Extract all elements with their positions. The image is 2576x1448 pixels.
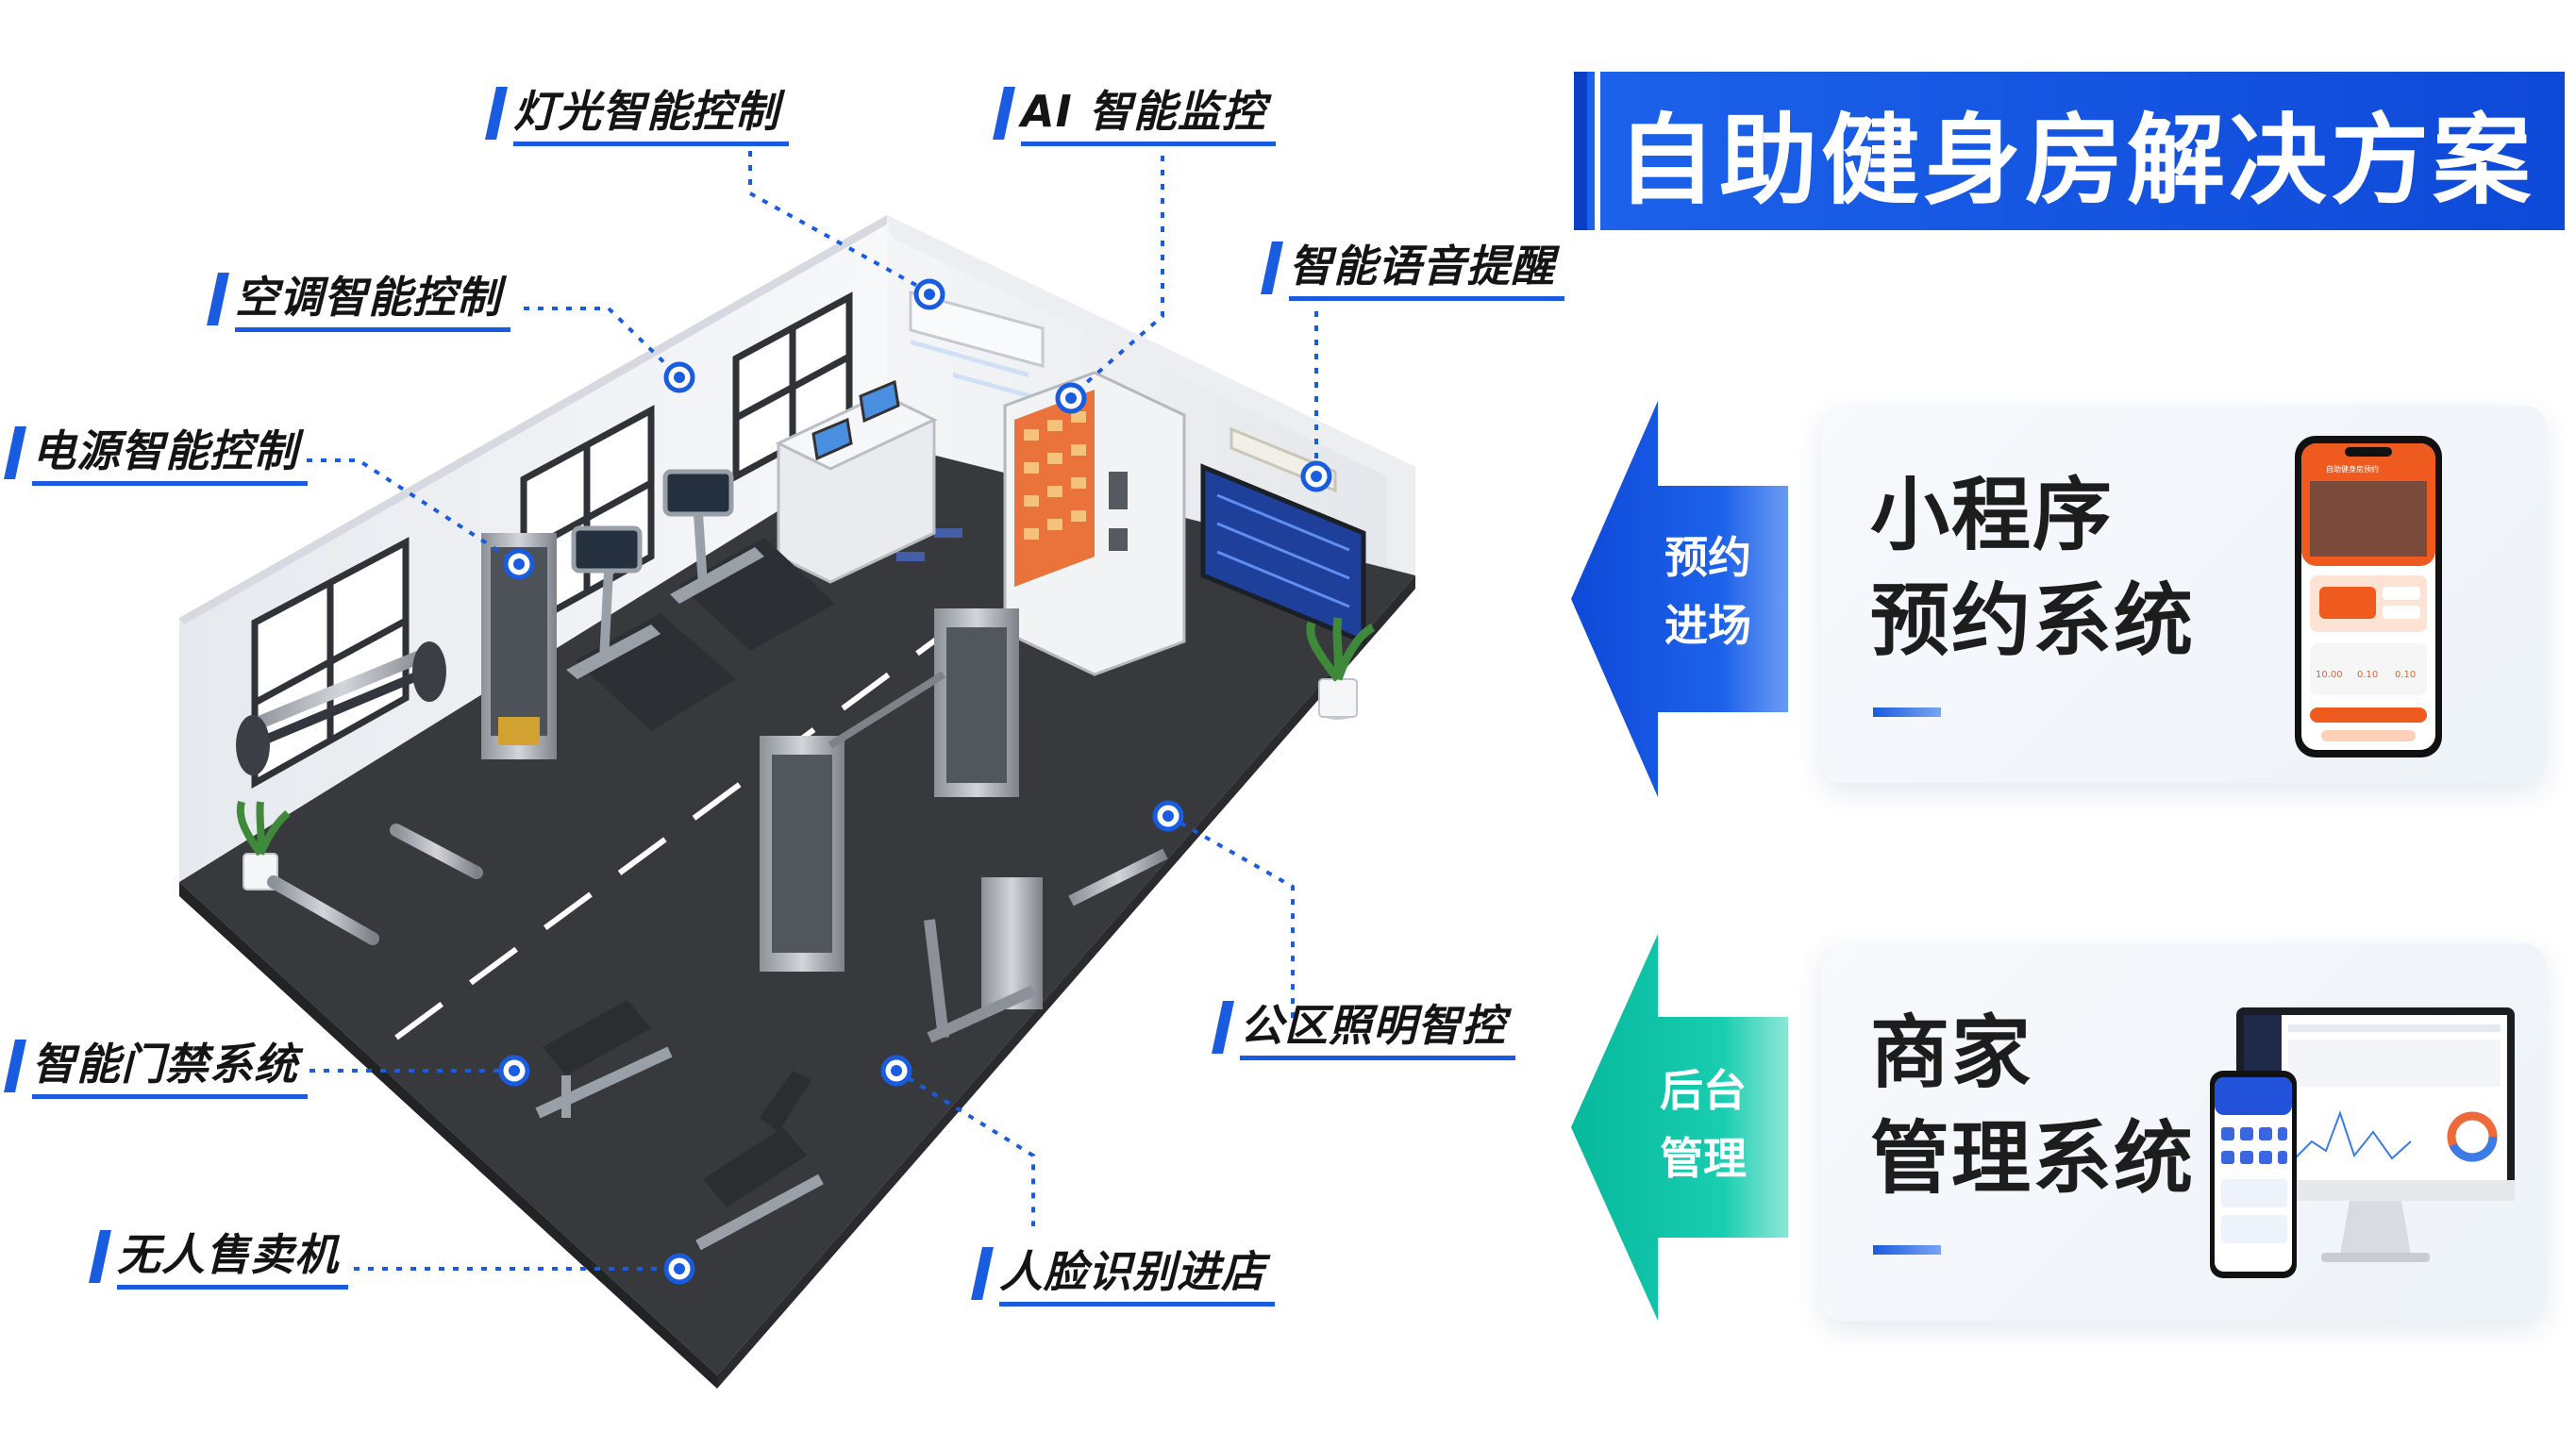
callout-aircon: 空调智能控制 (207, 267, 510, 332)
mini-program-underline (1873, 707, 1941, 717)
callout-power: 电源智能控制 (4, 421, 308, 486)
booking-arrow-label: 预约 进场 (1651, 524, 1765, 659)
kiosk-counter (775, 379, 938, 584)
merchant-title-line1: 商家 (1870, 1007, 2033, 1099)
callout-aircon-text: 空调智能控制 (235, 267, 510, 332)
callout-access: 智能门禁系统 (4, 1034, 308, 1099)
devices-mockup (2210, 1007, 2515, 1278)
phone-header-text: 自助健身房预约 (2326, 464, 2379, 474)
vending-machine-illustration (1003, 371, 1186, 676)
callout-public-light: 公区照明智控 (1212, 995, 1515, 1060)
callout-vending: 无人售卖机 (89, 1224, 348, 1290)
gym-room-illustration (179, 151, 1415, 1389)
right-wall-upper (887, 215, 1415, 575)
mini-program-card: 小程序 预约系统 自助健身房预约 10.00 0.10 0.10 (1821, 406, 2546, 783)
callout-public-light-text: 公区照明智控 (1240, 995, 1515, 1060)
callout-voice: 智能语音提醒 (1261, 236, 1564, 301)
backend-arrow (1571, 934, 1788, 1321)
phone-mockup: 自助健身房预约 10.00 0.10 0.10 (2295, 436, 2442, 757)
connector-lines (307, 151, 1318, 1271)
bench-a (535, 1000, 673, 1119)
leg-machine (1068, 745, 1168, 907)
mini-program-title-line2: 预约系统 (1870, 574, 2196, 667)
floor-edge-right (717, 575, 1415, 1389)
treadmills (566, 469, 835, 731)
phone-price-b: 0.10 (2357, 670, 2378, 680)
callout-lighting: 灯光智能控制 (485, 81, 789, 146)
barbell (239, 660, 445, 755)
merchant-underline (1873, 1245, 1941, 1255)
booking-label-line2: 进场 (1664, 600, 1751, 651)
page-title: 自助健身房解决方案 (1616, 102, 2534, 218)
callout-face: 人脸识别进店 (971, 1241, 1275, 1307)
floor-lane-line (394, 610, 974, 1040)
left-wall-top (179, 215, 892, 624)
backend-label-line2: 管理 (1660, 1133, 1747, 1184)
wall-display (1200, 463, 1366, 645)
cable-crossover (760, 608, 1019, 972)
title-banner: 自助健身房解决方案 (1574, 72, 2565, 230)
callout-power-text: 电源智能控制 (32, 421, 308, 486)
callout-vending-text: 无人售卖机 (117, 1224, 348, 1290)
plant-right (1306, 617, 1376, 720)
callout-ai-monitor-text: AI 智能监控 (1021, 81, 1276, 146)
booking-arrow (1571, 401, 1788, 797)
callout-lighting-text: 灯光智能控制 (513, 81, 789, 146)
callout-face-text: 人脸识别进店 (999, 1241, 1275, 1307)
chest-press (924, 877, 1043, 1043)
right-wall (887, 215, 1415, 575)
floor-edge (179, 882, 717, 1389)
callout-ai-monitor: AI 智能监控 (993, 81, 1276, 146)
booking-label-line1: 预约 (1664, 532, 1751, 583)
backend-arrow-label: 后台 管理 (1647, 1057, 1760, 1192)
mini-program-title-line1: 小程序 (1870, 469, 2115, 561)
phone-price-c: 0.10 (2395, 670, 2416, 680)
phone-price-a: 10.00 (2316, 670, 2343, 680)
callout-voice-text: 智能语音提醒 (1289, 236, 1564, 301)
bench-b (695, 1071, 824, 1251)
merchant-card: 商家 管理系统 (1821, 943, 2546, 1321)
callout-access-text: 智能门禁系统 (32, 1034, 308, 1099)
merchant-title-line2: 管理系统 (1870, 1112, 2196, 1205)
ac-unit (909, 291, 1045, 368)
backend-label-line1: 后台 (1660, 1065, 1747, 1116)
